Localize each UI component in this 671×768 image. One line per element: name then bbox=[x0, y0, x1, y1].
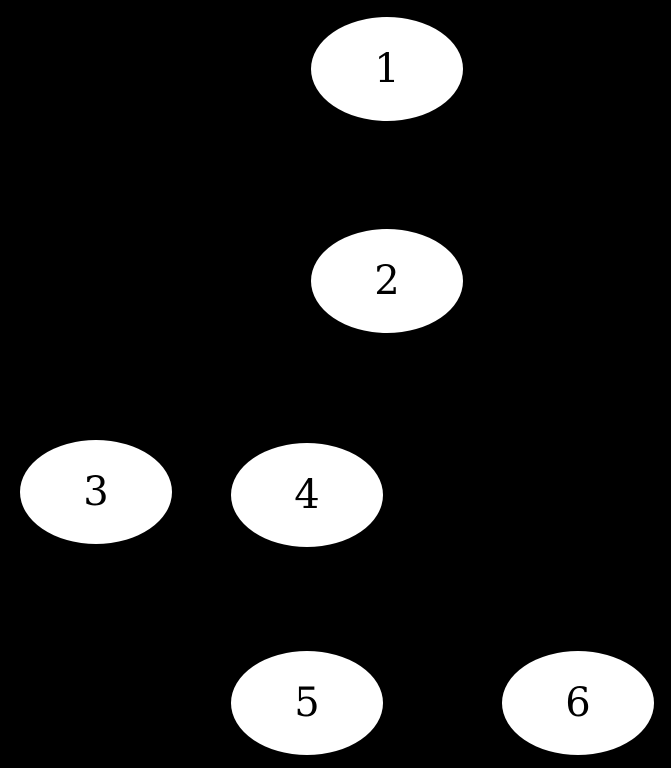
graph-node-6: 6 bbox=[502, 651, 654, 755]
graph-node-label: 6 bbox=[565, 680, 591, 726]
graph-node-label: 3 bbox=[83, 469, 109, 515]
graph-node-label: 2 bbox=[374, 258, 400, 304]
graph-node-5: 5 bbox=[231, 651, 383, 755]
graph-node-label: 1 bbox=[374, 46, 400, 92]
graph-node-1: 1 bbox=[311, 17, 463, 121]
graph-node-label: 4 bbox=[294, 472, 320, 518]
graph-node-3: 3 bbox=[20, 440, 172, 544]
graph-node-2: 2 bbox=[311, 229, 463, 333]
graph-node-4: 4 bbox=[231, 443, 383, 547]
graph-node-label: 5 bbox=[294, 680, 320, 726]
